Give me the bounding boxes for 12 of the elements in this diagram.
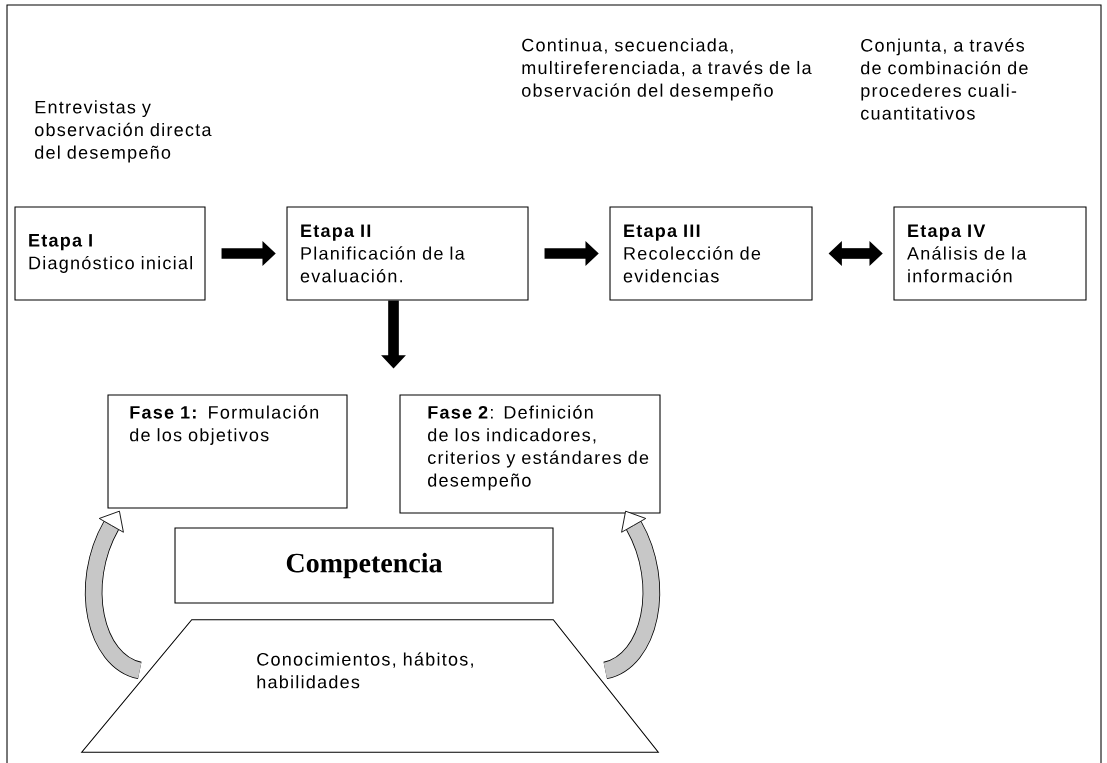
phase-box: Fase 1: Formulación de los objetivos (107, 394, 348, 509)
concept-box: Competencia (174, 527, 554, 604)
curved-arrow (602, 510, 661, 679)
stage-box: Etapa III Recolección de evidencias (609, 206, 813, 301)
stage-box: Etapa I Diagnóstico inicial (14, 206, 206, 301)
phase-box: Fase 2: Definición de los indicadores, criterios y estándares de desempeño (399, 394, 661, 514)
annotation-text: Conjunta, a través de combinación de procederes cuali-cuantitativos (861, 38, 1028, 120)
stage-box: Etapa II Planificación de la evaluación. (286, 206, 529, 301)
curved-arrow (84, 510, 143, 679)
annotation-text: Entrevistas y observación directa del desempeño (35, 100, 212, 163)
stage-box: Etapa IV Análisis de la información (893, 206, 1087, 301)
annotation-text: Continua, secuenciada, multireferenciada, a través de la observación del desempeño (522, 38, 812, 101)
